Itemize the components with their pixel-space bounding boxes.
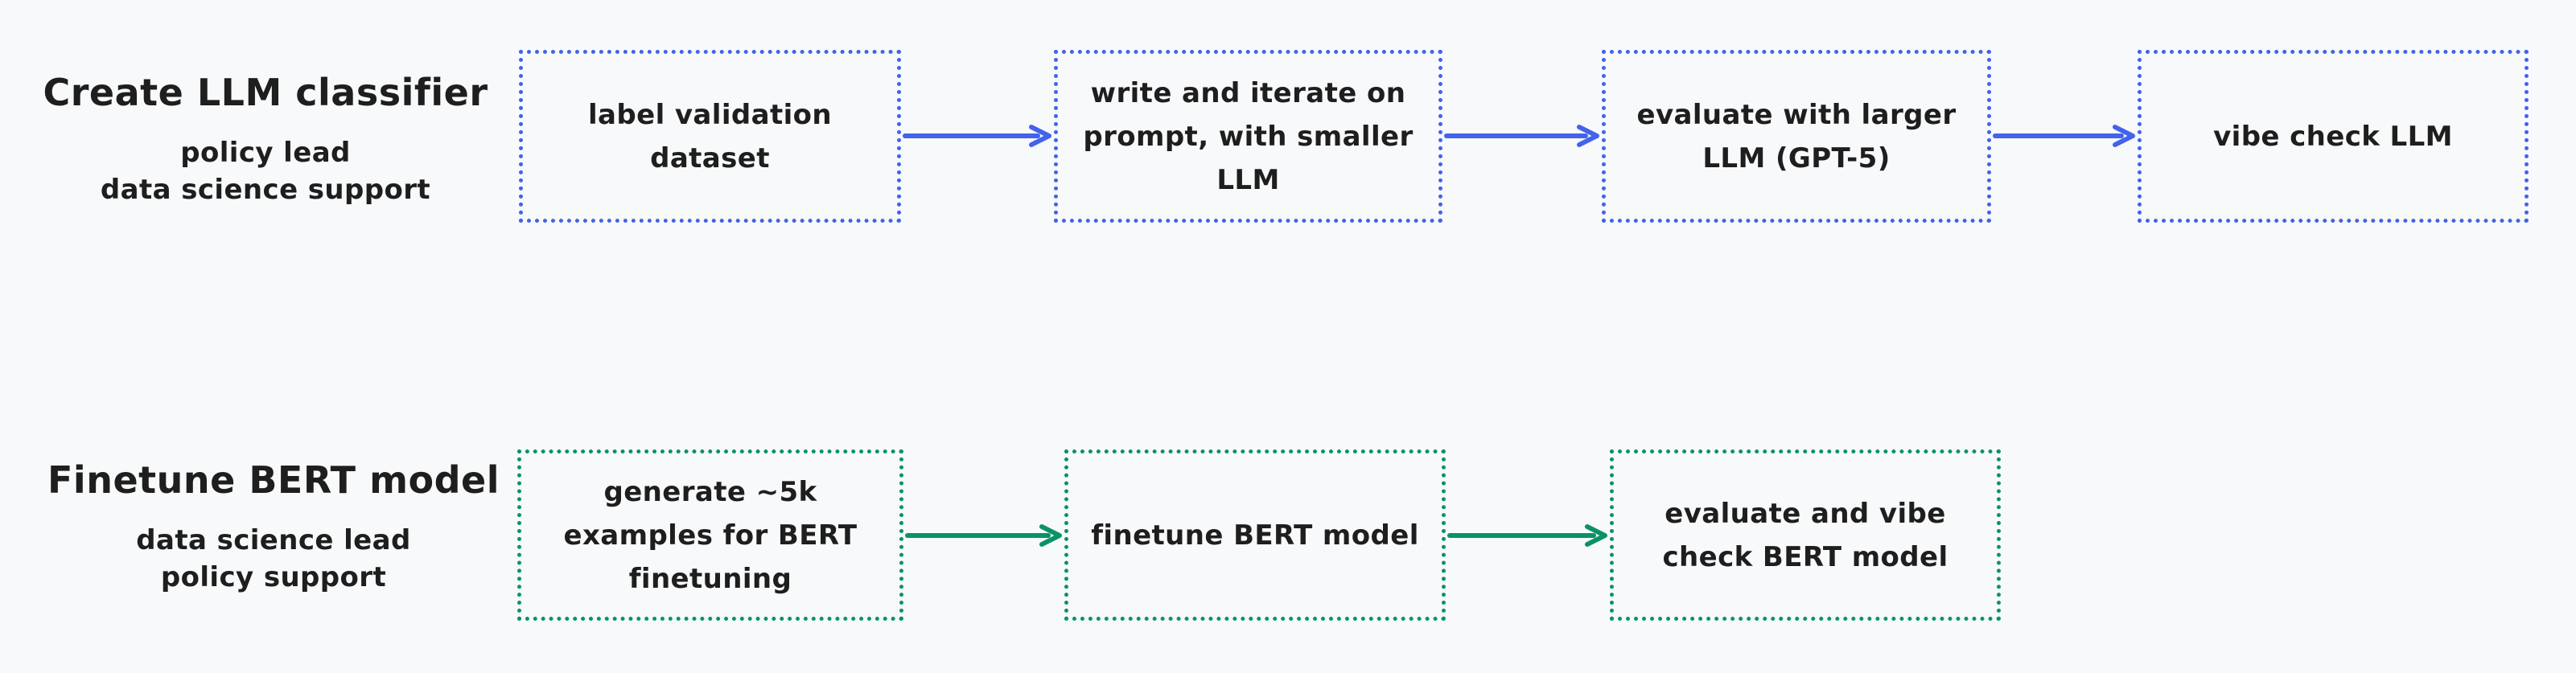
arrow-head-icon <box>1039 524 1062 547</box>
node-vibe-check-llm[interactable]: vibe check LLM <box>2138 50 2529 223</box>
arrow-llm-step2-to-step3[interactable] <box>1444 121 1600 150</box>
arrow-llm-step2-to-step3-shape <box>1444 125 1599 147</box>
arrow-head-icon <box>1585 524 1607 547</box>
node-generate-5k-examples[interactable]: generate ~5k examples for BERT finetunin… <box>517 449 903 621</box>
workflow-bert-subtitle-line2: policy support <box>160 561 387 594</box>
node-evaluate-vibe-check-bert-label: evaluate and vibe check BERT model <box>1662 497 1948 573</box>
node-generate-5k-examples-label: generate ~5k examples for BERT finetunin… <box>563 475 858 595</box>
node-evaluate-vibe-check-bert[interactable]: evaluate and vibe check BERT model <box>1610 449 2001 621</box>
node-vibe-check-llm-label: vibe check LLM <box>2213 120 2453 153</box>
node-write-iterate-prompt[interactable]: write and iterate on prompt, with smalle… <box>1054 50 1442 223</box>
arrow-head-icon <box>1577 125 1599 147</box>
workflow-bert-title: Finetune BERT model <box>47 458 500 502</box>
node-label-validation-dataset[interactable]: label validation dataset <box>519 50 901 223</box>
arrow-llm-step3-to-step4[interactable] <box>1993 121 2136 150</box>
arrow-head-icon <box>2113 125 2135 147</box>
arrow-bert-step1-to-step2-shape <box>905 524 1062 547</box>
node-label-validation-dataset-label: label validation dataset <box>587 98 833 174</box>
node-evaluate-larger-llm[interactable]: evaluate with larger LLM (GPT-5) <box>1602 50 1991 223</box>
workflow-llm-subtitle-line1: policy lead <box>180 137 351 170</box>
workflow-llm-subtitle-line2: data science support <box>100 174 431 207</box>
arrow-head-icon <box>1029 125 1051 147</box>
workflow-llm-header: Create LLM classifier policy lead data s… <box>32 71 499 208</box>
arrow-llm-step1-to-step2-shape <box>903 125 1051 147</box>
arrow-bert-step1-to-step2[interactable] <box>905 521 1063 550</box>
node-finetune-bert-model[interactable]: finetune BERT model <box>1064 449 1446 621</box>
node-finetune-bert-model-label: finetune BERT model <box>1091 519 1419 552</box>
workflow-bert-header: Finetune BERT model data science lead po… <box>32 458 515 596</box>
node-evaluate-larger-llm-label: evaluate with larger LLM (GPT-5) <box>1636 98 1957 174</box>
node-write-iterate-prompt-label: write and iterate on prompt, with smalle… <box>1083 76 1414 196</box>
workflow-llm-title: Create LLM classifier <box>43 71 488 114</box>
arrow-llm-step1-to-step2[interactable] <box>903 121 1052 150</box>
arrow-bert-step2-to-step3-shape <box>1447 524 1607 547</box>
arrow-bert-step2-to-step3[interactable] <box>1447 521 1608 550</box>
arrow-llm-step3-to-step4-shape <box>1993 125 2135 147</box>
workflow-bert-subtitle-line1: data science lead <box>136 524 411 557</box>
